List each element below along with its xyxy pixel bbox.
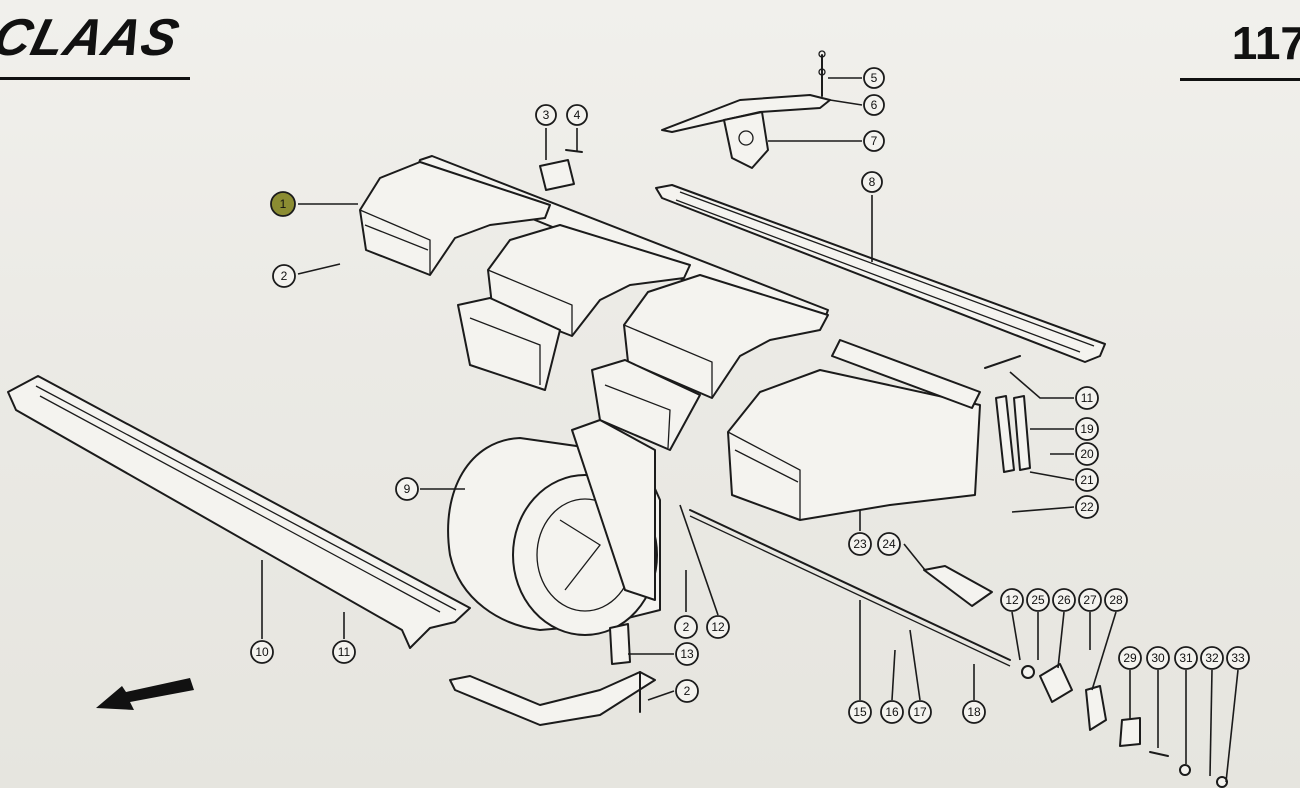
- svg-text:6: 6: [871, 98, 878, 112]
- callout-23[interactable]: 23: [848, 532, 872, 556]
- callout-18[interactable]: 18: [962, 700, 986, 724]
- callout-25[interactable]: 25: [1026, 588, 1050, 612]
- svg-text:16: 16: [885, 705, 899, 719]
- callout-11-bottom[interactable]: 11: [332, 640, 356, 664]
- svg-text:18: 18: [967, 705, 981, 719]
- svg-text:21: 21: [1080, 473, 1094, 487]
- svg-text:8: 8: [869, 175, 876, 189]
- svg-text:3: 3: [543, 108, 550, 122]
- callout-33[interactable]: 33: [1226, 646, 1250, 670]
- svg-text:27: 27: [1083, 593, 1097, 607]
- svg-text:11: 11: [338, 645, 351, 659]
- hardware-cluster: [1021, 663, 1228, 788]
- left-rail: [7, 375, 471, 649]
- direction-arrow: [96, 678, 194, 710]
- header-rule-right: [1180, 78, 1300, 81]
- svg-text:32: 32: [1205, 651, 1219, 665]
- callout-4[interactable]: 4: [566, 104, 588, 126]
- svg-text:7: 7: [871, 134, 878, 148]
- header-rule-left: [0, 77, 190, 80]
- callout-13[interactable]: 13: [675, 642, 699, 666]
- callout-16[interactable]: 16: [880, 700, 904, 724]
- air-duct-assembly: [359, 155, 981, 521]
- callout-17[interactable]: 17: [908, 700, 932, 724]
- svg-text:24: 24: [882, 537, 896, 551]
- small-plate: [539, 149, 583, 191]
- callout-12-middle[interactable]: 12: [706, 615, 730, 639]
- callout-10[interactable]: 10: [250, 640, 274, 664]
- callout-22[interactable]: 22: [1075, 495, 1099, 519]
- callout-11-top[interactable]: 11: [1075, 386, 1099, 410]
- upper-mounting-bracket: [661, 50, 831, 169]
- svg-text:20: 20: [1080, 447, 1094, 461]
- callout-7[interactable]: 7: [863, 130, 885, 152]
- svg-text:1: 1: [280, 197, 287, 211]
- svg-text:10: 10: [255, 645, 269, 659]
- callout-19[interactable]: 19: [1075, 417, 1099, 441]
- svg-text:25: 25: [1031, 593, 1045, 607]
- svg-text:22: 22: [1080, 500, 1094, 514]
- svg-text:2: 2: [684, 684, 691, 698]
- svg-text:29: 29: [1123, 651, 1137, 665]
- svg-text:12: 12: [1005, 593, 1019, 607]
- right-rail: [655, 184, 1106, 363]
- svg-text:28: 28: [1109, 593, 1123, 607]
- leader-lines: [261, 77, 1239, 783]
- callout-32[interactable]: 32: [1200, 646, 1224, 670]
- drive-shaft: [689, 509, 1011, 667]
- svg-text:9: 9: [404, 482, 411, 496]
- svg-text:15: 15: [853, 705, 867, 719]
- callout-27[interactable]: 27: [1078, 588, 1102, 612]
- callout-1[interactable]: 1: [270, 191, 296, 217]
- callout-26[interactable]: 26: [1052, 588, 1076, 612]
- svg-text:12: 12: [711, 620, 725, 634]
- svg-text:5: 5: [871, 71, 878, 85]
- callout-30[interactable]: 30: [1146, 646, 1170, 670]
- fan-housing: [447, 419, 661, 636]
- svg-text:30: 30: [1151, 651, 1165, 665]
- callout-29[interactable]: 29: [1118, 646, 1142, 670]
- svg-text:11: 11: [1081, 391, 1094, 405]
- callout-21[interactable]: 21: [1075, 468, 1099, 492]
- svg-text:2: 2: [683, 620, 690, 634]
- side-plates: [984, 355, 1031, 473]
- callout-2-middle[interactable]: 2: [674, 615, 698, 639]
- callout-24[interactable]: 24: [877, 532, 901, 556]
- callout-12-right[interactable]: 12: [1000, 588, 1024, 612]
- callout-28[interactable]: 28: [1104, 588, 1128, 612]
- callout-2-lower[interactable]: 2: [675, 679, 699, 703]
- callout-6[interactable]: 6: [863, 94, 885, 116]
- svg-text:33: 33: [1231, 651, 1245, 665]
- svg-text:26: 26: [1057, 593, 1071, 607]
- callout-9[interactable]: 9: [395, 477, 419, 501]
- svg-text:2: 2: [281, 269, 288, 283]
- svg-text:19: 19: [1080, 422, 1094, 436]
- page-number: 117: [1231, 17, 1300, 69]
- callout-20[interactable]: 20: [1075, 442, 1099, 466]
- svg-text:31: 31: [1179, 651, 1193, 665]
- callout-31[interactable]: 31: [1174, 646, 1198, 670]
- callout-8[interactable]: 8: [861, 171, 883, 193]
- callout-5[interactable]: 5: [863, 67, 885, 89]
- svg-text:4: 4: [574, 108, 581, 122]
- shaft-bracket: [923, 565, 993, 607]
- svg-text:17: 17: [913, 705, 927, 719]
- svg-text:23: 23: [853, 537, 867, 551]
- callout-3[interactable]: 3: [535, 104, 557, 126]
- lower-bracket: [449, 623, 656, 726]
- callout-15[interactable]: 15: [848, 700, 872, 724]
- svg-text:13: 13: [680, 647, 694, 661]
- callout-2[interactable]: 2: [272, 264, 296, 288]
